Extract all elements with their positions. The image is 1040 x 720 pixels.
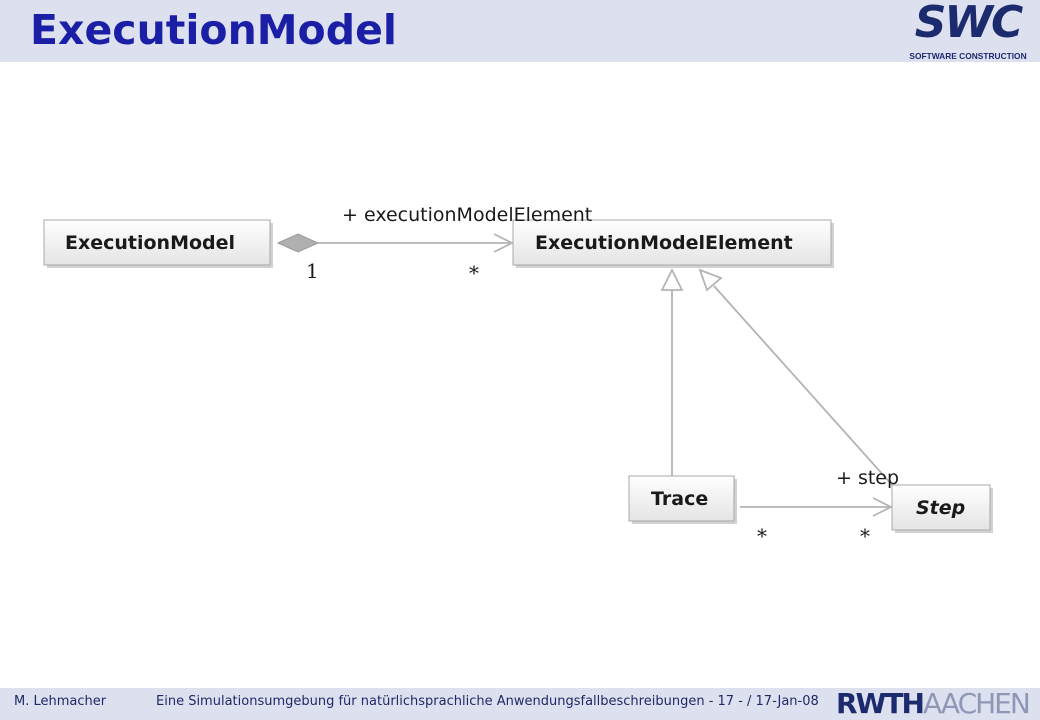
class-step: Step (891, 484, 993, 533)
composition-role-label: + executionModelElement (342, 204, 592, 226)
swc-logo: SWC SOFTWARE CONSTRUCTION (898, 0, 1038, 61)
composition-association (276, 233, 515, 253)
trace-step-association (740, 497, 894, 517)
footer-band: M. Lehmacher Eine Simulationsumgebung fü… (0, 688, 1040, 720)
aachen-logo-text: AACHEN (922, 687, 1031, 720)
composition-diamond-icon (276, 233, 320, 253)
class-trace-name: Trace (651, 488, 708, 510)
composition-target-multiplicity: * (469, 261, 479, 285)
navigability-arrow-icon (493, 233, 515, 253)
class-step-name: Step (916, 497, 965, 519)
trace-inheritance-triangle-icon (660, 267, 684, 291)
class-trace: Trace (628, 475, 737, 524)
footer-author: M. Lehmacher (14, 694, 107, 709)
class-execution-model-name: ExecutionModel (65, 232, 235, 254)
swc-logo-subtitle: SOFTWARE CONSTRUCTION (909, 51, 1027, 61)
step-generalization-line (713, 285, 894, 487)
trace-generalization (660, 267, 684, 476)
step-generalization (698, 268, 894, 487)
slide-title: ExecutionModel (30, 6, 397, 54)
class-execution-model-element-name: ExecutionModelElement (535, 232, 793, 254)
rwth-logo-text: RWTH (836, 687, 925, 720)
class-execution-model: ExecutionModel (43, 219, 273, 268)
rwth-aachen-logo: RWTHAACHEN (836, 688, 1036, 720)
composition-source-multiplicity: 1 (306, 259, 319, 283)
step-inheritance-triangle-icon (698, 268, 723, 292)
trace-step-role-label: + step (836, 467, 899, 489)
header-band: ExecutionModel SWC SOFTWARE CONSTRUCTION (0, 0, 1040, 62)
footer-description: Eine Simulationsumgebung für natürlichsp… (156, 694, 819, 709)
class-execution-model-element: ExecutionModelElement (512, 219, 834, 268)
swc-logo-letters: SWC (914, 0, 1024, 48)
trace-step-arrow-icon (872, 497, 894, 517)
trace-step-source-multiplicity: * (757, 524, 767, 548)
trace-step-target-multiplicity: * (860, 524, 870, 548)
